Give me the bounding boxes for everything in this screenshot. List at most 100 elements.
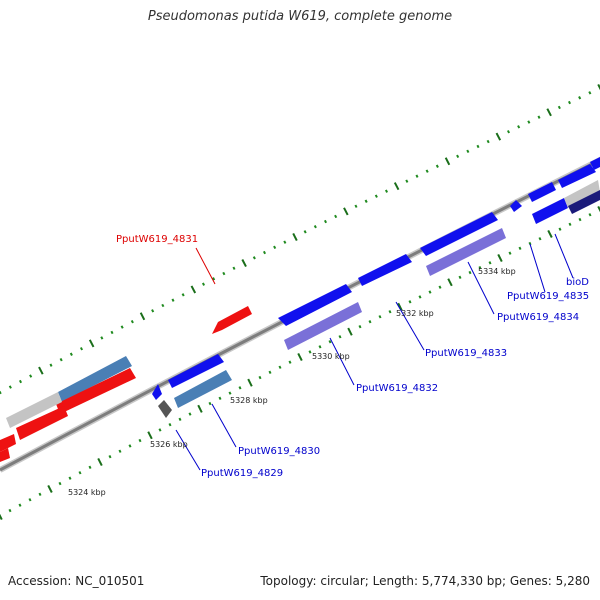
gene-label[interactable]: PputW619_4835 (507, 291, 589, 302)
minor-tick (486, 139, 490, 144)
gene-feature[interactable] (420, 212, 498, 256)
minor-tick (171, 298, 175, 302)
minor-tick (212, 277, 216, 281)
major-tick (597, 205, 600, 213)
minor-tick (476, 144, 480, 149)
gene-feature[interactable] (56, 368, 136, 414)
major-tick (495, 132, 502, 141)
minor-tick (79, 347, 84, 351)
minor-tick (328, 340, 332, 344)
minor-tick (308, 350, 312, 354)
minor-tick (181, 293, 185, 297)
gene-feature[interactable] (528, 182, 556, 202)
gene-feature[interactable] (58, 356, 132, 402)
tick-label: 5332 kbp (396, 309, 434, 318)
gene-feature[interactable] (174, 370, 232, 408)
gene-label[interactable]: PputW619_4829 (201, 468, 283, 479)
minor-tick (8, 508, 12, 513)
minor-tick (468, 270, 472, 275)
minor-tick (88, 465, 92, 470)
gene-feature[interactable] (510, 200, 522, 212)
minor-tick (405, 179, 409, 183)
minor-tick (238, 386, 242, 390)
minor-tick (100, 336, 104, 340)
minor-tick (388, 310, 392, 314)
minor-tick (323, 219, 328, 224)
gene-feature[interactable] (212, 306, 252, 334)
map-title: Pseudomonas putida W619, complete genome (147, 9, 453, 24)
minor-tick (578, 217, 582, 222)
minor-tick (38, 492, 42, 497)
accession-label: Accession: NC_010501 (8, 574, 145, 588)
gene-feature[interactable] (426, 228, 506, 276)
gene-feature[interactable] (278, 284, 352, 326)
gene-labels: PputW619_4831 PputW619_4830 PputW619_482… (116, 234, 589, 479)
minor-tick (288, 360, 292, 364)
minor-tick (29, 374, 33, 378)
gene-label[interactable]: PputW619_4833 (425, 348, 507, 359)
minor-tick (557, 105, 561, 110)
gene-label[interactable]: PputW619_4831 (116, 234, 198, 245)
major-tick (546, 108, 552, 117)
gene-feature[interactable] (284, 302, 362, 350)
gene-feature[interactable] (158, 400, 172, 418)
gene-feature[interactable] (532, 198, 568, 224)
gene-label[interactable]: PputW619_4834 (497, 312, 579, 323)
gene-label[interactable]: PputW619_4832 (356, 383, 438, 394)
minor-tick (568, 222, 572, 227)
minor-tick (438, 285, 442, 289)
gene-feature[interactable] (0, 448, 10, 462)
major-tick (241, 259, 247, 268)
minor-tick (128, 444, 132, 448)
major-tick (343, 207, 349, 216)
minor-tick (478, 265, 482, 270)
minor-tick (49, 363, 53, 367)
tick-label: 5324 kbp (68, 488, 106, 497)
minor-tick (458, 275, 462, 280)
tick-label: 5326 kbp (150, 440, 188, 449)
minor-tick (425, 169, 429, 173)
gene-label[interactable]: bioD (566, 277, 589, 288)
minor-tick (0, 390, 2, 395)
gene-feature[interactable] (358, 254, 412, 286)
tick-labels: 5324 kbp 5326 kbp 5328 kbp 5330 kbp 5332… (68, 267, 516, 497)
minor-tick (252, 256, 256, 260)
gene-feature[interactable] (568, 190, 600, 214)
gene-feature[interactable] (16, 406, 68, 440)
minor-tick (538, 237, 542, 241)
major-tick (447, 278, 453, 287)
minor-tick (354, 204, 358, 208)
tick-label: 5330 kbp (312, 352, 350, 361)
gene-feature[interactable] (168, 354, 224, 388)
minor-tick (108, 454, 112, 459)
major-tick (347, 327, 353, 336)
minor-tick (138, 438, 142, 443)
minor-tick (58, 481, 62, 486)
gene-feature[interactable] (152, 384, 162, 400)
minor-tick (415, 174, 419, 178)
major-tick (597, 83, 600, 91)
minor-tick (338, 335, 342, 339)
minor-tick (208, 401, 212, 406)
minor-tick (334, 214, 338, 219)
minor-tick (435, 164, 439, 168)
major-tick (393, 182, 400, 191)
minor-tick (168, 422, 172, 427)
minor-tick (428, 290, 432, 294)
gene-feature[interactable] (6, 392, 62, 428)
minor-tick (378, 315, 382, 319)
minor-tick (8, 385, 12, 389)
minor-tick (368, 320, 372, 324)
minor-tick (118, 449, 122, 453)
scale-ticks (0, 83, 600, 521)
gene-label[interactable]: PputW619_4830 (238, 446, 320, 457)
gene-feature[interactable] (0, 434, 16, 452)
minor-tick (258, 375, 262, 380)
gene-feature[interactable] (558, 164, 596, 188)
minor-tick (59, 357, 63, 362)
minor-tick (508, 251, 512, 255)
minor-tick (466, 149, 470, 154)
gene-feature[interactable] (590, 156, 600, 170)
gene-feature[interactable] (564, 180, 600, 208)
